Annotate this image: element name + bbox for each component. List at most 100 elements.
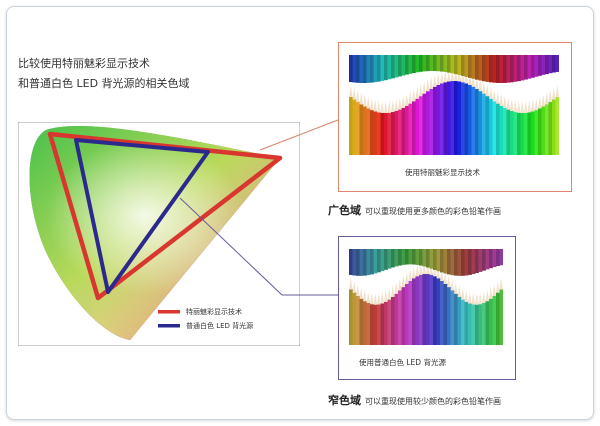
pencil-tip: [468, 72, 472, 85]
pencils-narrow-image: [349, 249, 503, 345]
pencil-body: [363, 106, 367, 155]
pencil-tip: [538, 96, 542, 109]
pencil-tip: [436, 72, 440, 85]
narrow-panel-caption: 使用普通白色 LED 背光源: [359, 358, 446, 367]
pencil-top-row: [373, 55, 378, 83]
pencil-tip: [489, 86, 493, 99]
gamut-diagram: 特丽魅彩显示技术 普通白色 LED 背光源: [18, 122, 300, 346]
wide-panel-caption: 使用特丽魅彩显示技术: [405, 168, 480, 177]
pencil-top-row: [482, 55, 486, 82]
pencil-body: [394, 111, 399, 155]
pencil-tip: [534, 98, 538, 111]
pencil-tip: [384, 100, 388, 113]
pencil-top-row: [433, 249, 437, 270]
pencil-body: [349, 97, 353, 155]
pencil-body: [387, 299, 392, 345]
pencil-tip: [359, 287, 363, 299]
pencil-body: [468, 84, 472, 155]
pencil-top-row: [468, 55, 472, 78]
pencil-top-row: [429, 55, 434, 71]
pencil-body: [422, 274, 427, 345]
pencil-body: [394, 293, 399, 345]
pencil-body: [503, 107, 507, 155]
pencil-top-row: [534, 55, 539, 77]
pencil-top-row: [475, 55, 479, 80]
pencil-top-row: [359, 55, 364, 83]
pencil-top-row: [499, 249, 503, 266]
pencil-tip: [408, 269, 412, 281]
heading-line-1: 比较使用特丽魅彩显示技术: [18, 57, 150, 70]
narrow-gamut-panel: 使用普通白色 LED 背光源: [338, 236, 516, 380]
pencil-body: [461, 82, 465, 155]
pencil-body: [464, 301, 469, 345]
pencil-top-row: [426, 249, 430, 268]
pencil-tip: [461, 70, 465, 83]
pencil-tip: [541, 94, 545, 107]
pencil-top-row: [387, 55, 392, 80]
pencil-top-row: [415, 55, 420, 73]
pencil-body: [457, 296, 462, 345]
pencil-tip: [489, 287, 493, 299]
wide-gamut-title: 广色域: [328, 204, 361, 217]
pencil-body: [398, 109, 402, 155]
pencil-tip: [482, 291, 486, 303]
pencil-tip: [520, 100, 524, 113]
pencil-body: [398, 290, 402, 345]
pencil-body: [405, 105, 409, 155]
pencil-body: [492, 295, 497, 345]
pencil-top-row: [405, 249, 409, 265]
pencil-body: [538, 108, 542, 155]
pencil-tip: [419, 263, 423, 275]
pencil-top-row: [391, 55, 395, 79]
pencil-top-row: [436, 55, 441, 72]
pencil-body: [415, 276, 420, 345]
pencil-top-row: [478, 55, 483, 81]
pencil-top-row: [513, 55, 518, 82]
pencil-tip: [394, 282, 398, 294]
pencil-top-row: [464, 249, 469, 276]
pencil-body: [517, 112, 521, 155]
pencil-tip: [426, 79, 430, 92]
pencil-tip: [545, 92, 549, 105]
pencil-body: [443, 82, 448, 155]
legend-swatch-led: [158, 324, 180, 328]
pencil-tip: [457, 285, 461, 297]
pencil-body: [489, 98, 493, 155]
pencil-top-row: [447, 55, 451, 73]
pencil-top-row: [352, 55, 357, 83]
pencil-body: [552, 99, 556, 155]
pencil-body: [475, 88, 479, 155]
pencil-top-row: [356, 55, 360, 83]
pencil-tip: [492, 89, 496, 102]
pencil-body: [492, 101, 497, 155]
pencil-top-row: [391, 249, 395, 268]
pencil-tip: [555, 85, 559, 97]
pencil-tip: [366, 96, 370, 109]
pencil-body: [450, 81, 455, 155]
pencil-tip: [349, 85, 353, 97]
pencil-body: [352, 99, 357, 155]
wide-gamut-triangle: [47, 131, 283, 301]
pencil-top-row: [545, 55, 549, 75]
pencil-body: [391, 112, 395, 155]
pencil-body: [359, 298, 364, 345]
pencil-tip: [433, 264, 437, 277]
pencil-body: [429, 274, 434, 345]
pencil-tip: [454, 69, 458, 82]
pencil-top-row: [377, 55, 381, 82]
pencil-tip: [352, 87, 356, 100]
figure-heading: 比较使用特丽魅彩显示技术 和普通白色 LED 背光源的相关色域: [18, 54, 190, 94]
pencil-body: [412, 101, 416, 155]
pencil-body: [384, 112, 388, 155]
pencil-tip: [373, 99, 377, 112]
pencil-body: [478, 304, 483, 345]
pencil-top-row: [380, 55, 385, 81]
pencil-body: [527, 112, 532, 155]
pencil-tip: [482, 81, 486, 94]
pencil-top-row: [548, 55, 553, 74]
pencil-top-row: [401, 55, 406, 76]
pencil-body: [359, 104, 364, 155]
pencil-top-row: [527, 55, 532, 79]
pencil-tip: [433, 74, 437, 87]
pencil-top-row: [412, 55, 416, 73]
